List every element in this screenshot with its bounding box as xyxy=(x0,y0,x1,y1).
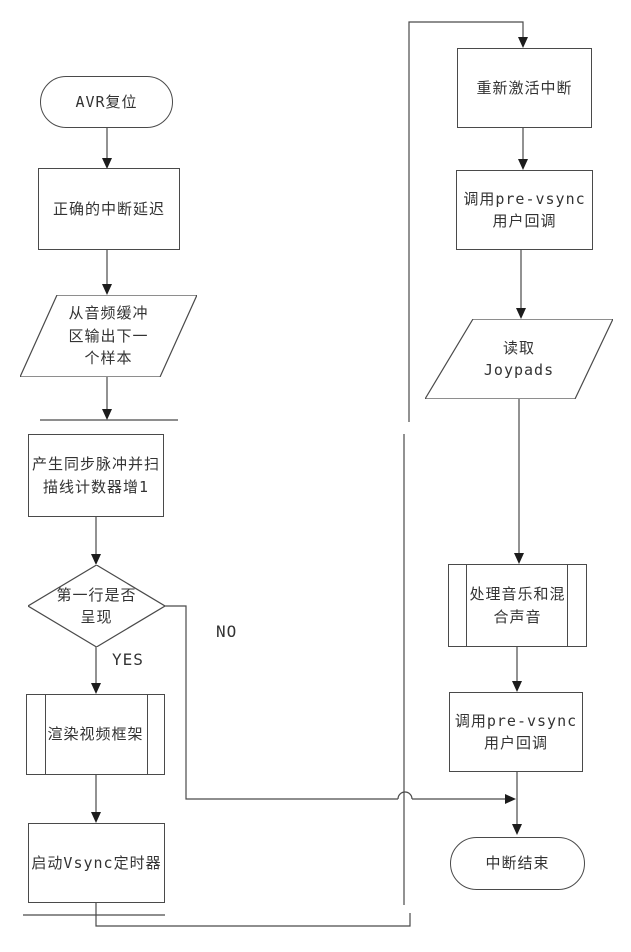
predefined-render-video: 渲染视频框架 xyxy=(26,694,165,775)
connector-loop-vertical-upper xyxy=(408,21,524,422)
terminator-avr-reset-label: AVR复位 xyxy=(75,92,138,111)
arrowhead-music-to-callback2 xyxy=(512,681,522,692)
process-interrupt-latency-label: 正确的中断延迟 xyxy=(52,199,165,218)
process-pre-vsync-callback-bottom: 调用pre-vsync用户回调 xyxy=(449,692,583,772)
predefined-left-bar xyxy=(466,565,467,646)
process-reactivate-interrupt-label: 重新激活中断 xyxy=(476,78,573,97)
arrowhead-callback2-to-end xyxy=(512,824,522,835)
terminator-interrupt-end: 中断结束 xyxy=(450,837,585,890)
arrowhead-audio-to-sync xyxy=(102,409,112,420)
branch-label-no: NO xyxy=(216,622,238,641)
parallelogram-outline xyxy=(425,319,613,399)
process-sync-pulse-label: 产生同步脉冲并扫描线计数器增1 xyxy=(32,455,161,496)
connector-no-branch xyxy=(165,605,398,800)
terminator-avr-reset: AVR复位 xyxy=(40,76,173,128)
connector-no-branch-bridge xyxy=(397,791,413,800)
arrowhead-callback-to-joypads xyxy=(516,308,526,319)
predefined-process-music: 处理音乐和混合声音 xyxy=(448,564,587,647)
predefined-right-bar xyxy=(147,695,148,774)
arrowhead-reset-to-latency xyxy=(102,158,112,169)
arrowhead-latency-to-audio xyxy=(102,284,112,295)
arrowhead-render-to-vsync-timer xyxy=(91,812,101,823)
arrowhead-loop-to-reactivate xyxy=(518,37,528,48)
process-start-vsync-timer: 启动Vsync定时器 xyxy=(28,823,165,903)
process-interrupt-latency: 正确的中断延迟 xyxy=(38,168,180,250)
connector-vsync-timer-loop-bottom xyxy=(95,903,411,927)
io-read-joypads-label: 读取 Joypads xyxy=(483,338,555,380)
predefined-render-video-label: 渲染视频框架 xyxy=(47,725,144,744)
process-pre-vsync-callback-top: 调用pre-vsync用户回调 xyxy=(456,170,593,250)
branch-label-yes: YES xyxy=(112,650,144,669)
process-reactivate-interrupt: 重新激活中断 xyxy=(457,48,592,128)
io-read-joypads: 读取 Joypads xyxy=(425,319,613,399)
io-audio-sample: 从音频缓冲区输出下一个样本 xyxy=(20,295,197,377)
arrowhead-decision-to-render xyxy=(91,683,101,694)
arrowhead-reactivate-to-callback xyxy=(518,159,528,170)
io-audio-sample-label: 从音频缓冲区输出下一个样本 xyxy=(68,304,149,368)
diamond-outline xyxy=(28,565,165,647)
process-start-vsync-timer-label: 启动Vsync定时器 xyxy=(31,853,162,872)
arrowhead-sync-to-decision xyxy=(91,554,101,565)
arrowhead-no-branch xyxy=(505,794,516,804)
process-sync-pulse: 产生同步脉冲并扫描线计数器增1 xyxy=(28,434,164,517)
decision-first-line-label: 第一行是否呈现 xyxy=(56,585,137,627)
process-pre-vsync-callback-bottom-label: 调用pre-vsync用户回调 xyxy=(454,711,578,753)
arrowhead-joypads-to-music xyxy=(514,553,524,564)
predefined-left-bar xyxy=(45,695,46,774)
terminator-interrupt-end-label: 中断结束 xyxy=(485,854,550,873)
process-pre-vsync-callback-top-label: 调用pre-vsync用户回调 xyxy=(463,189,586,231)
parallelogram-outline xyxy=(20,295,197,377)
predefined-process-music-label: 处理音乐和混合声音 xyxy=(469,585,566,626)
decision-first-line: 第一行是否呈现 xyxy=(28,565,165,647)
predefined-right-bar xyxy=(567,565,568,646)
